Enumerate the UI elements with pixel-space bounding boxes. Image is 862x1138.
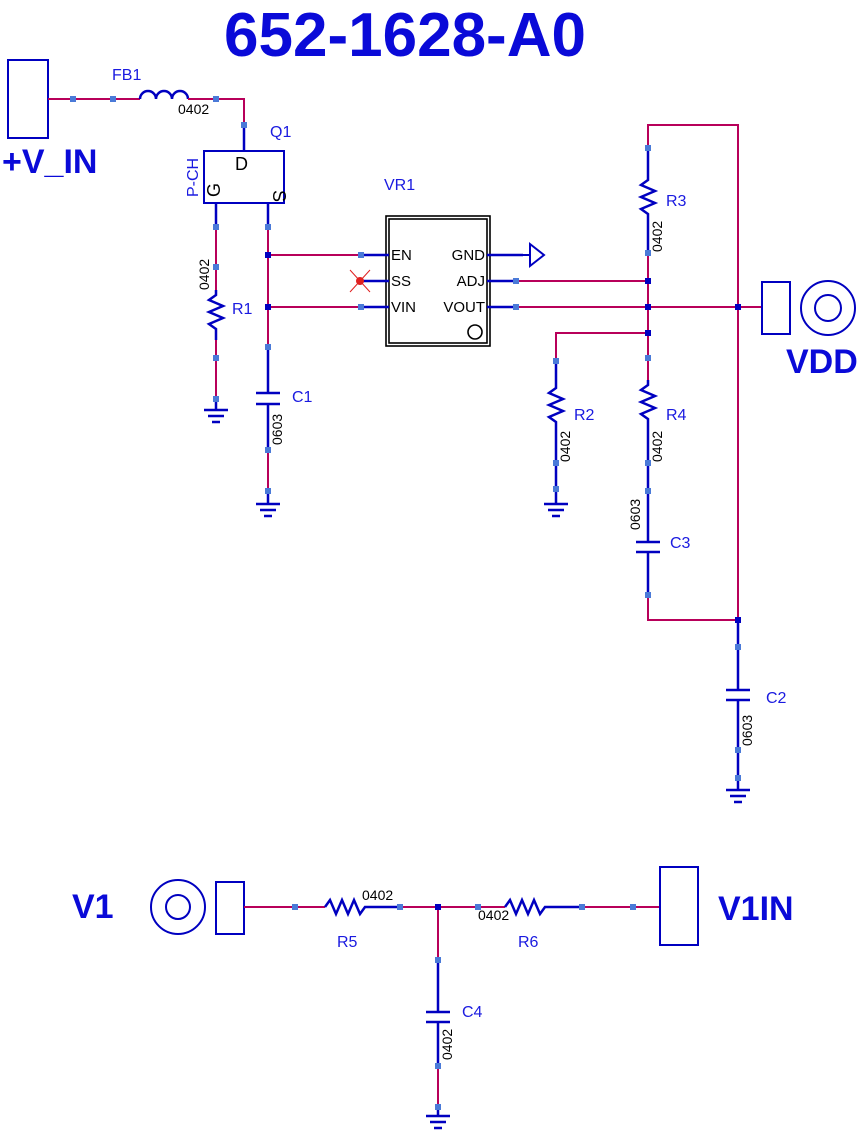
vdd-test-point[interactable] [761,280,856,336]
q1-type: P-CH [185,158,202,197]
fb1-package: 0402 [178,101,209,117]
vin-connector[interactable] [7,59,49,139]
c1-package: 0603 [269,414,285,445]
r6-package: 0402 [478,907,509,923]
c1-capacitor[interactable] [256,345,280,450]
c4-ref: C4 [462,1004,483,1021]
ground-symbol [426,1110,450,1130]
ground-symbol [256,492,280,518]
fb1-inductor[interactable] [138,89,190,100]
wire-r2-top [555,332,648,360]
vr1-pin-ss: SS [391,273,411,290]
ground-symbol [204,398,228,424]
r2-ref: R2 [574,407,595,424]
vr1-ref: VR1 [384,177,415,194]
net-label-v1in: V1IN [718,890,794,928]
r5-ref: R5 [337,934,358,951]
c3-ref: C3 [670,535,691,552]
r1-resistor[interactable] [205,290,227,340]
c3-package: 0603 [627,499,643,530]
r4-package: 0402 [649,431,665,462]
c2-capacitor[interactable] [726,620,750,778]
r1-package: 0402 [196,259,212,290]
v1-test-point[interactable] [150,879,245,935]
r6-ref: R6 [518,934,539,951]
r3-ref: R3 [666,193,687,210]
r5-resistor[interactable] [323,896,400,918]
q1-pin-g: G [204,183,224,197]
r6-resistor[interactable] [503,896,582,918]
c2-ref: C2 [766,690,787,707]
r3-resistor[interactable] [637,148,659,252]
v1in-connector[interactable] [659,866,699,946]
ground-arrow-symbol [523,241,546,269]
net-label-vdd: VDD [786,343,858,381]
r1-ref: R1 [232,301,253,318]
r3-package: 0402 [649,221,665,252]
r4-resistor[interactable] [637,380,659,490]
wire-fb1-q1 [188,98,245,126]
c1-ref: C1 [292,389,313,406]
q1-pin-d: D [235,154,248,174]
vr1-pin-vout: VOUT [443,299,485,316]
board-title: 652-1628-A0 [224,1,586,70]
q1-mosfet[interactable] [203,126,285,226]
r5-package: 0402 [362,887,393,903]
q1-ref: Q1 [270,124,291,141]
vr1-regulator[interactable] [362,215,523,347]
no-connect-marker [349,269,371,293]
r4-ref: R4 [666,407,687,424]
q1-pin-s: S [269,190,289,202]
vr1-pin-vin: VIN [391,299,416,316]
c4-capacitor[interactable] [426,960,450,1066]
net-label-vin: +V_IN [2,143,97,181]
net-label-v1: V1 [72,888,114,926]
junction-dots [70,96,741,1110]
fb1-ref: FB1 [112,67,141,84]
c3-capacitor[interactable] [636,490,660,595]
vr1-pin-adj: ADJ [457,273,485,290]
c2-package: 0603 [739,715,755,746]
vr1-pin-gnd: GND [452,247,486,264]
c4-package: 0402 [439,1029,455,1060]
ground-symbol [544,488,568,518]
ground-symbol [726,778,750,804]
vr1-pin-en: EN [391,247,412,264]
r2-package: 0402 [557,431,573,462]
wire-vout-loop [647,124,739,621]
r2-resistor[interactable] [545,360,567,488]
